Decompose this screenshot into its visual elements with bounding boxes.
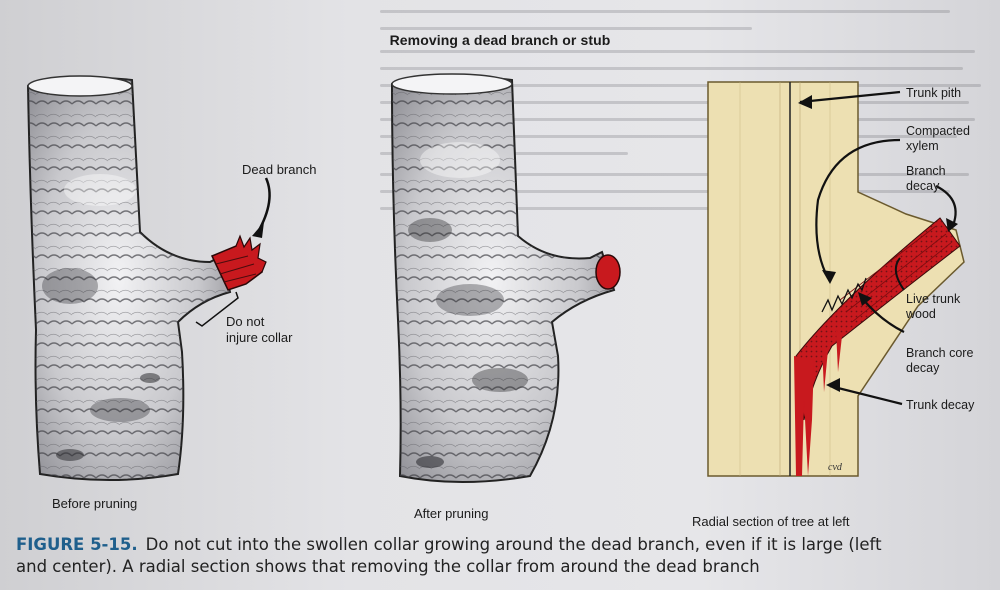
caption-before-pruning: Before pruning [52, 496, 138, 511]
dead-branch-stub [210, 234, 267, 291]
label-decay: decay [906, 179, 940, 193]
figure-title: Removing a dead branch or stub [389, 32, 611, 48]
trunk-decay-arrowhead [826, 378, 840, 392]
figure-text-line-2: and center). A radial section shows that… [16, 557, 760, 576]
label-dead-branch: Dead branch [242, 162, 317, 177]
figure-caption: FIGURE 5-15. Do not cut into the swollen … [16, 534, 996, 578]
caption-radial-section: Radial section of tree at left [692, 514, 850, 529]
artist-signature: cvd [828, 462, 843, 473]
trunk-after [390, 73, 616, 483]
label-xylem: xylem [906, 139, 939, 153]
label-compacted: Compacted [906, 124, 970, 138]
figure-text-line-1: Do not cut into the swollen collar growi… [145, 535, 882, 554]
compacted-xylem-arrowhead [822, 270, 836, 284]
label-wood: wood [906, 307, 936, 321]
branch-decay-arrowhead [946, 218, 958, 232]
dead-branch-arrow [256, 177, 271, 233]
dead-branch-arrowhead [252, 222, 264, 238]
collar-bracket [195, 291, 239, 327]
branch-core-arrowhead [858, 292, 872, 306]
label-core-decay: decay [906, 361, 940, 375]
label-trunk-pith: Trunk pith [906, 86, 962, 100]
radial-section [707, 81, 965, 477]
label-trunk-decay: Trunk decay [906, 398, 975, 412]
caption-after-pruning: After pruning [414, 506, 489, 521]
trunk-pith-leader [799, 90, 901, 104]
trunk-before [26, 75, 232, 481]
figure-number: FIGURE 5-15. [16, 535, 138, 554]
pruned-cut-face [595, 254, 621, 290]
figure-caption-line-1: FIGURE 5-15. Do not cut into the swollen … [16, 534, 996, 556]
label-do-not: Do not [226, 314, 265, 329]
show-through-text [380, 0, 1000, 300]
label-live-trunk: Live trunk [906, 292, 961, 306]
label-injure-collar: injure collar [226, 330, 293, 345]
label-branch-core: Branch core [906, 346, 974, 360]
compacted-xylem-leader [815, 138, 901, 279]
trunk-pith-arrowhead [798, 95, 812, 109]
label-branch: Branch [906, 164, 946, 178]
live-wood-leader [894, 257, 905, 291]
